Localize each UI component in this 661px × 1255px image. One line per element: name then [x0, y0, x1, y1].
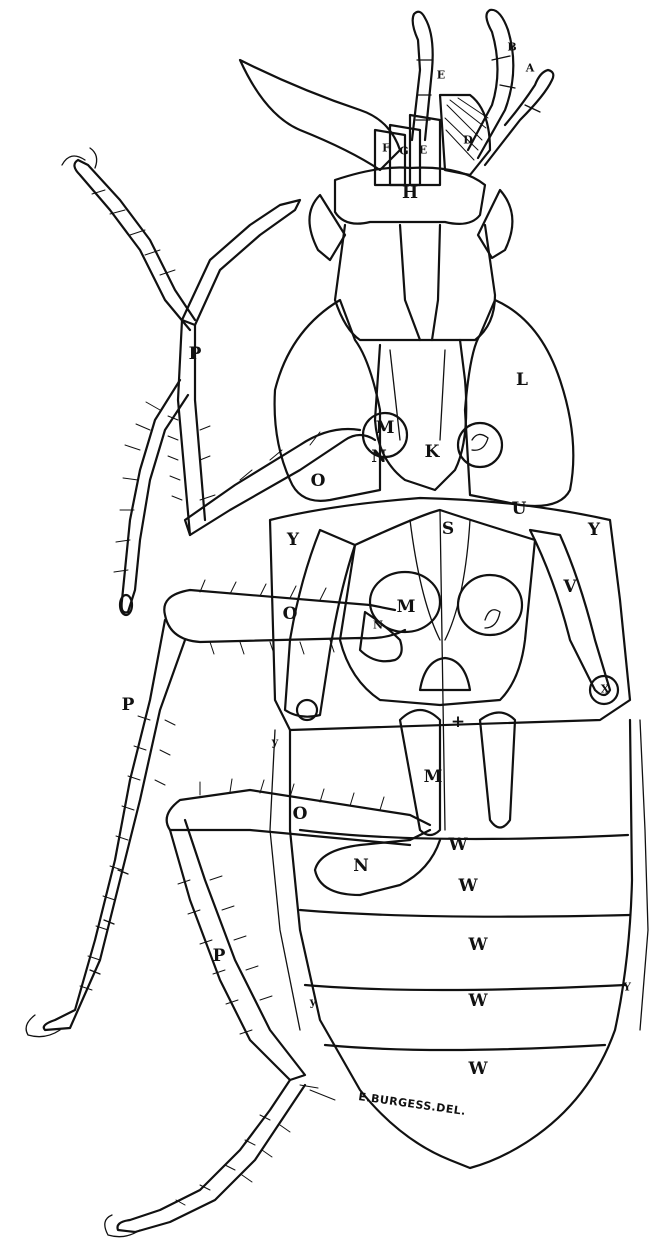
front-leg — [62, 148, 375, 615]
label-n-hind: N — [353, 856, 369, 876]
thoracic-plates — [270, 498, 630, 830]
right-antenna — [468, 10, 553, 165]
label-m-mid: M — [397, 597, 416, 617]
label-y-right: Y — [587, 520, 601, 540]
label-plus: + — [451, 712, 465, 732]
label-v: V — [562, 577, 577, 597]
artist-signature: E.BURGESS.DEL. — [358, 1090, 467, 1118]
label-m-fore: M — [376, 418, 395, 438]
label-e-upper: E — [437, 69, 445, 82]
label-y-lower-mid: y — [309, 996, 317, 1009]
label-b: B — [507, 41, 516, 54]
label-p-hind: P — [213, 946, 226, 966]
label-s: S — [442, 519, 454, 539]
label-y-lower-right: Y — [622, 981, 631, 994]
label-l: L — [516, 370, 528, 390]
label-f: F — [382, 142, 390, 155]
label-n-mid: N — [373, 619, 383, 632]
label-y-lower-left: y — [271, 736, 279, 749]
label-p-mid: P — [122, 695, 135, 715]
mouthparts — [240, 60, 490, 185]
label-y-left: Y — [286, 530, 300, 550]
label-e-lower: E — [419, 144, 427, 157]
label-o-mid: O — [283, 604, 298, 624]
abdomen — [270, 720, 648, 1168]
label-w-3: W — [467, 935, 488, 955]
label-d: D — [463, 134, 473, 147]
label-x: X — [601, 683, 610, 696]
label-o-hind: O — [293, 804, 308, 824]
label-w-4: W — [467, 991, 488, 1011]
label-a: A — [525, 62, 535, 75]
left-antenna — [412, 12, 433, 140]
label-g: G — [399, 145, 408, 158]
label-h: H — [402, 183, 418, 203]
label-w-2: W — [457, 876, 478, 896]
label-o-fore: O — [311, 471, 326, 491]
middle-coxae — [370, 572, 522, 635]
label-p-fore: P — [189, 344, 202, 364]
label-k: K — [425, 442, 441, 462]
label-w-5: W — [467, 1059, 488, 1079]
label-n-fore: N — [371, 447, 387, 467]
label-u: U — [512, 499, 527, 519]
label-m-hind: M — [424, 767, 443, 787]
label-w-1: W — [447, 835, 468, 855]
